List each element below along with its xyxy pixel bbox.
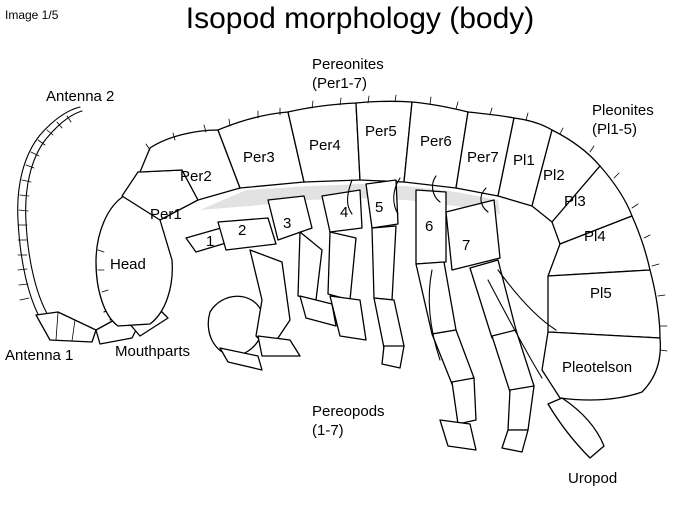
label-antenna-1: Antenna 1 xyxy=(5,347,74,364)
pereopods-drawing xyxy=(185,175,557,453)
segment-label-pl1: Pl1 xyxy=(513,152,535,169)
segment-label-pl2: Pl2 xyxy=(543,167,565,184)
leg-number-6: 6 xyxy=(425,218,434,235)
segment-label-per2: Per2 xyxy=(180,168,212,185)
leg-number-4: 4 xyxy=(340,204,349,221)
label-pereopods: Pereopods xyxy=(312,403,385,420)
segment-label-pl3: Pl3 xyxy=(564,193,586,210)
antenna-2-drawing xyxy=(17,106,97,343)
setae-drawing xyxy=(97,94,668,352)
label-pleonites-range: (Pl1-5) xyxy=(592,121,638,138)
label-mouthparts: Mouthparts xyxy=(115,343,191,360)
label-pleotelson: Pleotelson xyxy=(562,359,633,376)
leg-number-2: 2 xyxy=(238,222,247,239)
leg-number-3: 3 xyxy=(283,215,292,232)
segment-label-per3: Per3 xyxy=(243,149,275,166)
leg-number-7: 7 xyxy=(462,237,471,254)
segment-label-per6: Per6 xyxy=(420,133,452,150)
label-antenna-2: Antenna 2 xyxy=(46,88,115,105)
page-title: Isopod morphology (body) xyxy=(185,2,535,35)
label-pereopods-range: (1-7) xyxy=(312,422,344,439)
label-head: Head xyxy=(110,256,146,273)
label-pereonites-range: (Per1-7) xyxy=(312,75,368,92)
segment-label-per5: Per5 xyxy=(365,123,397,140)
image-counter: Image 1/5 xyxy=(5,8,59,22)
segment-label-per7: Per7 xyxy=(467,149,499,166)
label-uropod: Uropod xyxy=(568,470,618,487)
segment-label-per1: Per1 xyxy=(150,206,182,223)
leg-number-1: 1 xyxy=(206,233,215,250)
leg-number-5: 5 xyxy=(375,199,384,216)
label-pereonites: Pereonites xyxy=(312,56,384,73)
segment-label-per4: Per4 xyxy=(309,137,341,154)
label-pleonites: Pleonites xyxy=(592,102,654,119)
segment-label-pl5: Pl5 xyxy=(590,285,612,302)
body-drawing xyxy=(95,100,662,459)
segment-label-pl4: Pl4 xyxy=(584,228,606,245)
